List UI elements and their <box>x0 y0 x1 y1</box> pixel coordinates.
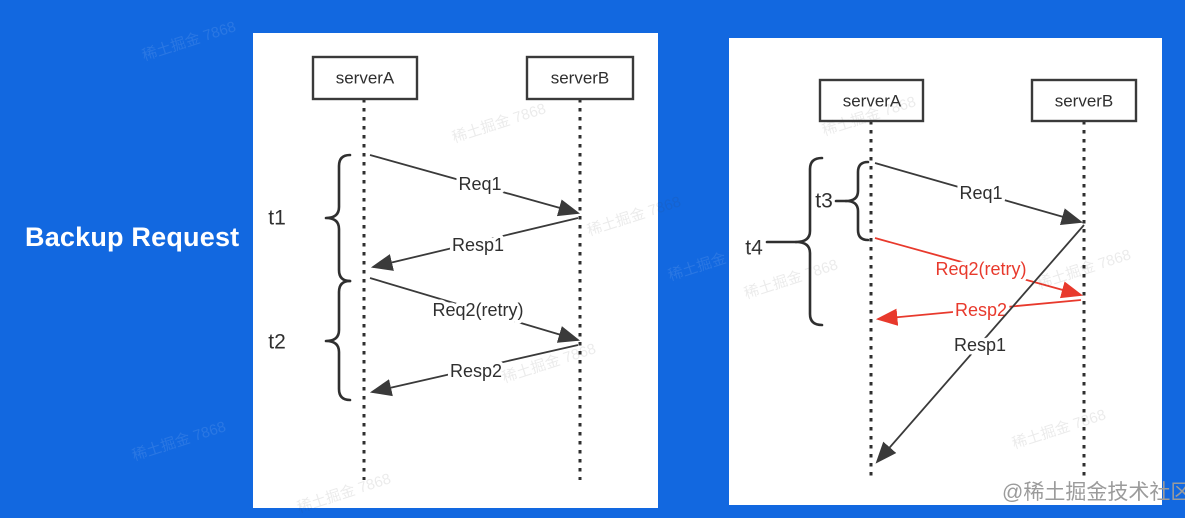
server-b-label: serverB <box>1055 91 1114 110</box>
diagonal-watermark: 稀土掘金 7868 <box>130 418 229 465</box>
brace-t1 <box>324 153 352 283</box>
req1-arrow <box>369 154 581 217</box>
req2-retry-message-label: Req2(retry) <box>432 300 523 320</box>
req1-message-label: Req1 <box>959 183 1002 203</box>
brace-t4 <box>794 156 824 327</box>
resp2-arrow <box>369 344 579 397</box>
resp2-message-label: Resp2 <box>450 361 502 381</box>
server-b-box <box>1030 78 1138 123</box>
right-diagram-panel: serverA serverB t3 t4 Req1 Req2(retry) R… <box>729 38 1162 505</box>
req1-message-label: Req1 <box>458 174 501 194</box>
brace-t2 <box>324 279 352 402</box>
t4-label: t4 <box>745 237 763 260</box>
req2-retry-arrow <box>369 277 581 343</box>
diagonal-watermark: 稀土掘金 7868 <box>140 18 239 65</box>
server-b-box <box>525 55 635 101</box>
server-a-label: serverA <box>336 68 395 87</box>
req2-retry-arrow <box>874 237 1084 299</box>
resp1-message-label: Resp1 <box>954 335 1006 355</box>
server-a-label: serverA <box>843 91 902 110</box>
t3-label: t3 <box>815 190 833 213</box>
page-title: Backup Request <box>25 222 240 252</box>
server-a-box <box>818 78 925 123</box>
site-watermark: @稀土掘金技术社区 <box>1002 481 1185 504</box>
resp2-message-label: Resp2 <box>955 300 1007 320</box>
t2-label: t2 <box>268 331 286 354</box>
req1-arrow <box>874 162 1084 225</box>
left-sequence-diagram: serverA serverB t1 t2 Req1 Resp1 Req2(re… <box>268 55 635 480</box>
resp1-arrow <box>875 224 1085 464</box>
resp1-message-label: Resp1 <box>452 235 504 255</box>
resp1-arrow <box>370 217 579 271</box>
right-sequence-diagram: serverA serverB t3 t4 Req1 Req2(retry) R… <box>745 78 1138 478</box>
t1-label: t1 <box>268 207 286 230</box>
server-a-box <box>311 55 419 101</box>
brace-t3 <box>844 160 870 242</box>
server-b-label: serverB <box>551 68 610 87</box>
req2-retry-message-label: Req2(retry) <box>935 259 1026 279</box>
resp2-arrow <box>875 299 1082 326</box>
left-diagram-panel: serverA serverB t1 t2 Req1 Resp1 Req2(re… <box>253 33 658 508</box>
